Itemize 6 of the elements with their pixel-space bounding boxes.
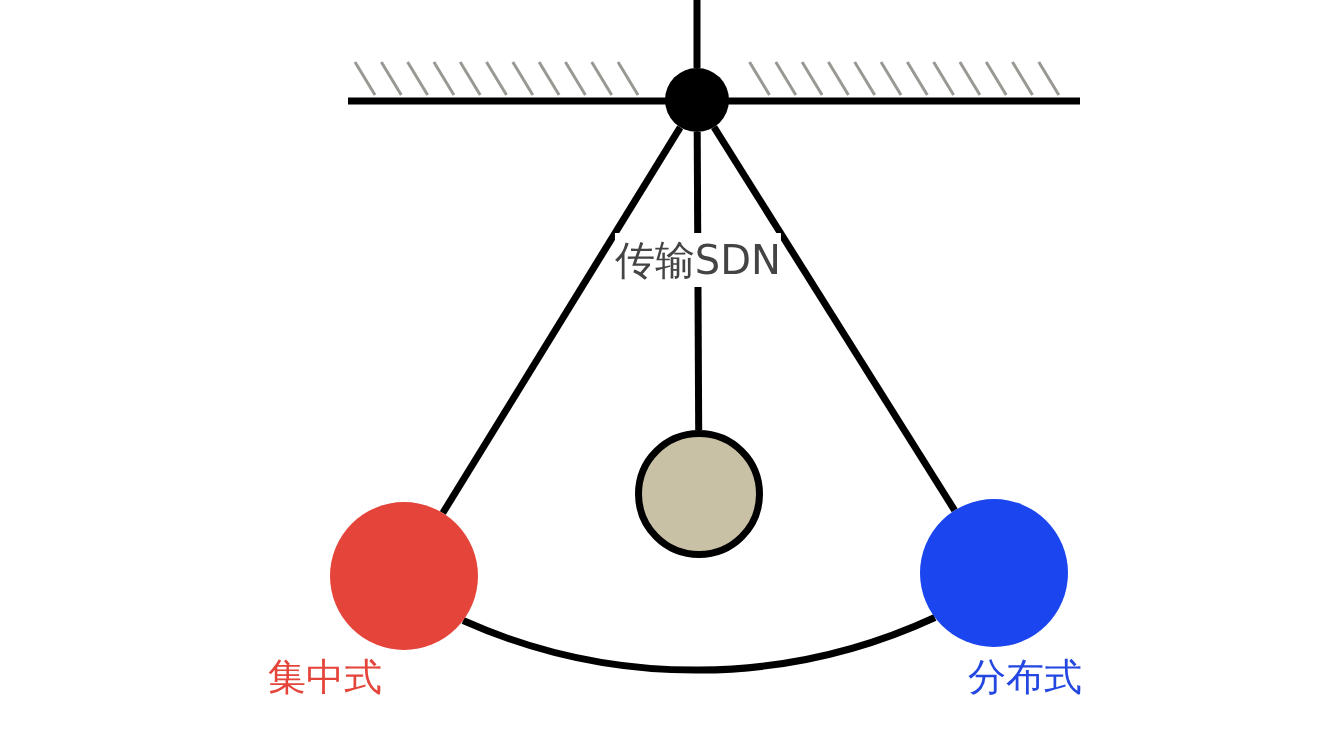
ball-label: 集中式 <box>268 658 382 696</box>
pendulum-string <box>439 125 684 515</box>
edge-label: 传输SDN <box>614 233 781 288</box>
pendulum-string <box>711 125 958 513</box>
swing-arc <box>461 614 937 673</box>
ball-label: 分布式 <box>968 658 1082 696</box>
